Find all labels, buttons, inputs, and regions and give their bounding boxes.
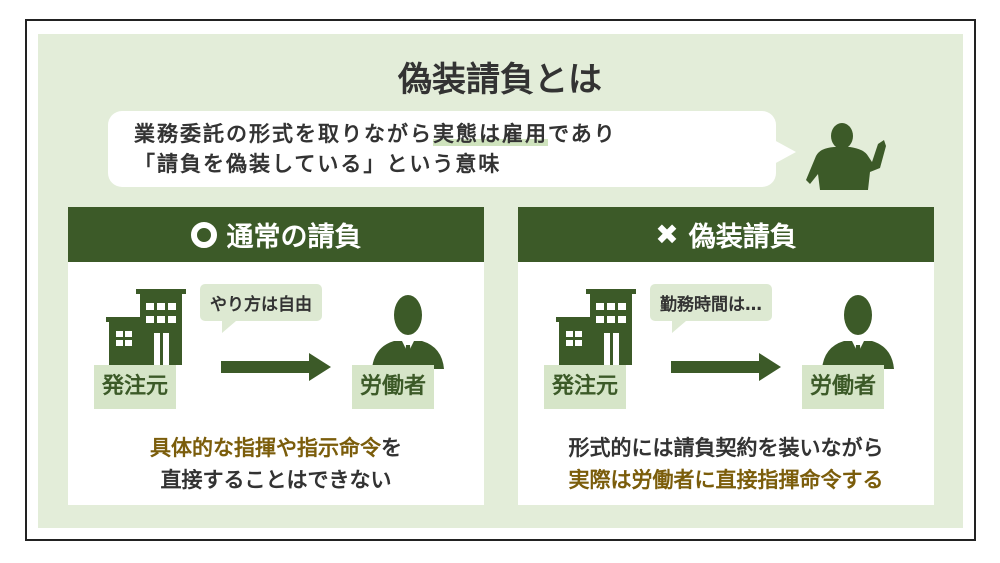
- normal-desc-line2: 直接することはできない: [160, 468, 392, 492]
- normal-header-label: 通常の請負: [226, 222, 362, 253]
- disguised-description: 形式的には請負契約を装いながら 実際は労働者に直接指揮命令する: [518, 432, 934, 496]
- arrow-right-icon: [221, 353, 331, 381]
- normal-desc-post: を: [381, 436, 402, 460]
- disguised-desc-highlight: 実際は労働者に直接指揮命令する: [568, 468, 884, 492]
- normal-desc-highlight: 具体的な指揮や指示命令: [150, 436, 381, 460]
- client-label: 発注元: [94, 365, 177, 409]
- worker-label: 労働者: [352, 365, 435, 409]
- disguised-desc-line1: 形式的には請負契約を装いながら: [568, 436, 884, 460]
- intro-line1-pre: 業務委託の形式を取りながら: [134, 122, 433, 146]
- worker-label: 労働者: [802, 365, 885, 409]
- building-icon: [556, 289, 636, 365]
- building-icon: [106, 289, 186, 365]
- intro-bubble: 業務委託の形式を取りながら実態は雇用であり 「請負を偽装している」という意味: [108, 111, 776, 187]
- disguised-header-label: 偽装請負: [688, 222, 797, 253]
- normal-description: 具体的な指揮や指示命令を 直接することはできない: [68, 432, 484, 496]
- normal-contract-panel: 通常の請負 やり方は自由 発注元 労働者 具体的な指揮や指示命令を 直接すること…: [68, 207, 484, 505]
- presenter-icon: [806, 123, 886, 190]
- circle-icon: [190, 221, 217, 248]
- disguised-contract-panel: ✖ 偽装請負 勤務時間は… 発注元 労働者 形式的には請負契約を装いながら 実際…: [518, 207, 934, 505]
- speech-bubble: やり方は自由: [200, 284, 322, 333]
- intro-highlight: 実態は雇用: [433, 122, 548, 146]
- page-title: 偽装請負とは: [398, 60, 602, 100]
- intro-line2: 「請負を偽装している」という意味: [134, 152, 502, 176]
- intro-line1-post: であり: [548, 122, 617, 146]
- worker-icon: [822, 295, 894, 369]
- worker-icon: [372, 295, 444, 369]
- client-label: 発注元: [544, 365, 627, 409]
- bubble-tail: [774, 140, 796, 164]
- disguised-header: ✖ 偽装請負: [518, 207, 934, 262]
- cross-icon: ✖: [655, 218, 679, 251]
- normal-header: 通常の請負: [68, 207, 484, 262]
- speech-bubble: 勤務時間は…: [650, 284, 772, 333]
- arrow-right-icon: [671, 353, 781, 381]
